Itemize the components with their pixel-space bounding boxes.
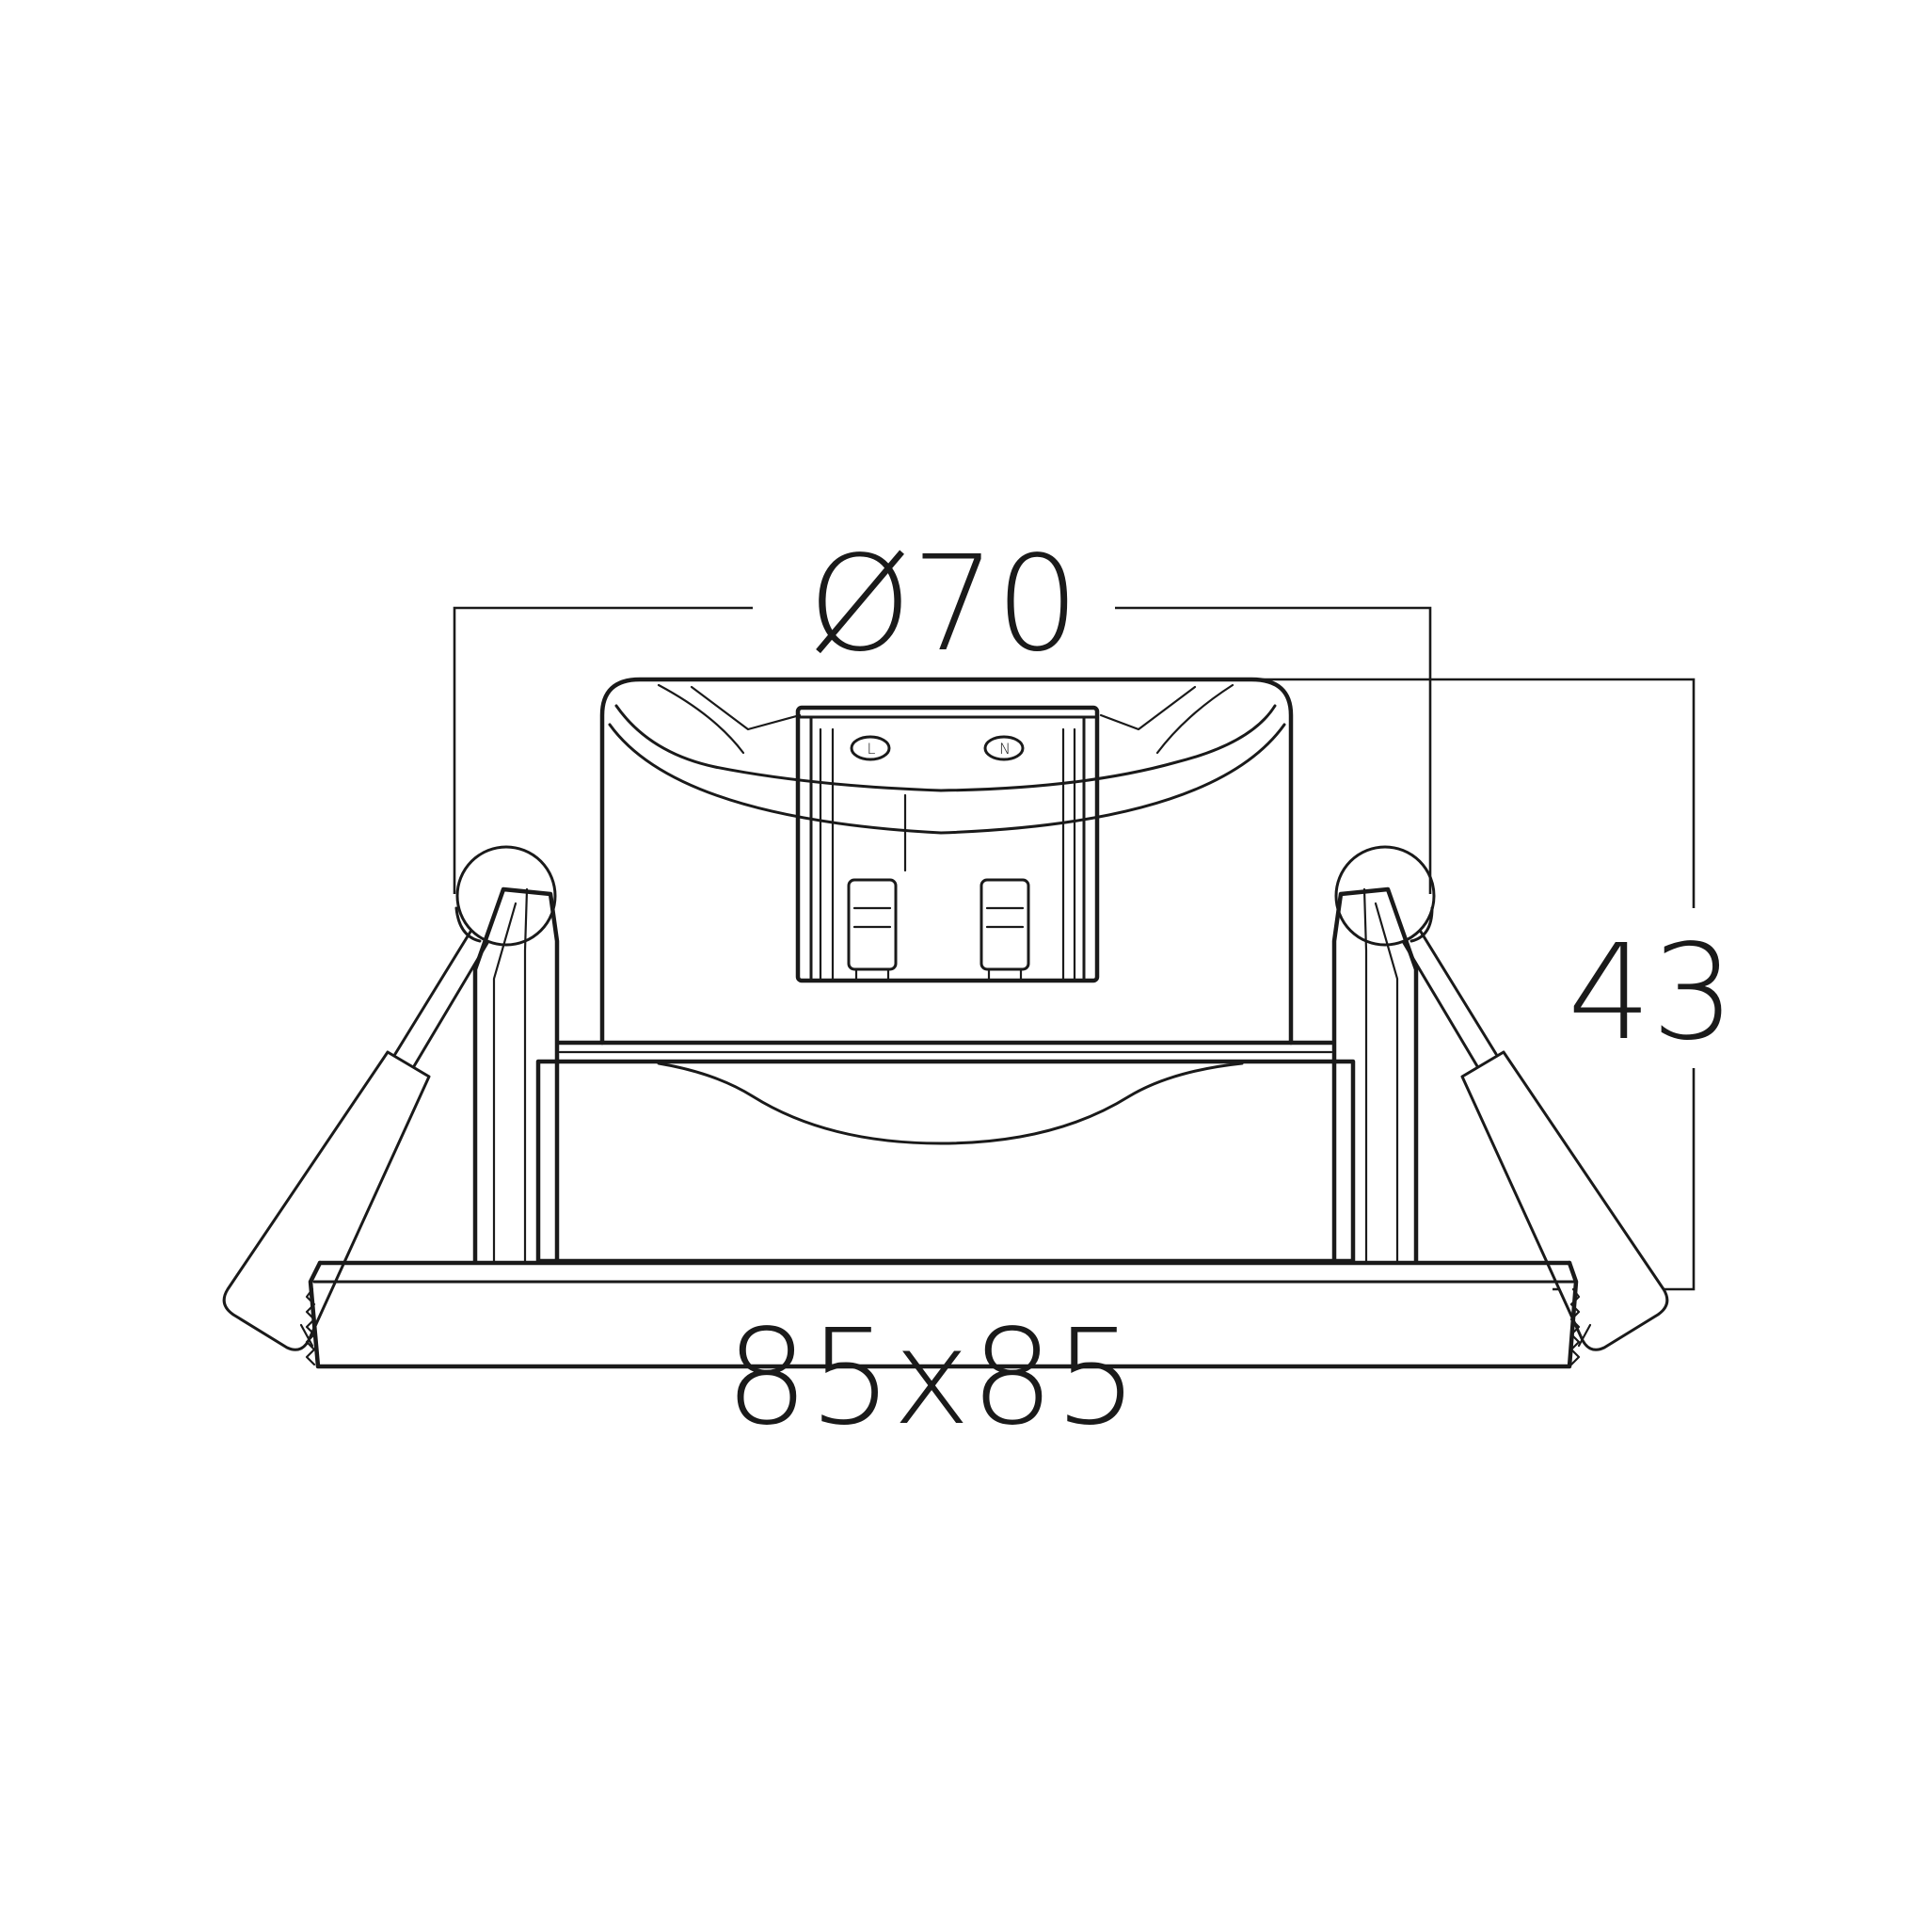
housing-rim-inner bbox=[657, 683, 745, 755]
terminal-screw-left-label: L bbox=[868, 740, 876, 758]
lower-body bbox=[535, 1040, 1356, 1264]
terminal-block-outer bbox=[795, 705, 1100, 983]
spring-pivot-right bbox=[1334, 845, 1436, 947]
housing-top-curve bbox=[614, 704, 943, 792]
trim-plate-outline bbox=[308, 1260, 1579, 1369]
diameter-dimension: Ø70 bbox=[453, 528, 1432, 894]
terminal-block-rail-right bbox=[1061, 727, 1076, 982]
terminal-slot-right bbox=[979, 878, 1030, 982]
trim-plate bbox=[305, 1260, 1581, 1369]
driver-housing bbox=[599, 677, 1294, 1046]
spring-clip-left bbox=[222, 930, 489, 1351]
bracket-right bbox=[1331, 886, 1419, 1264]
spring-pivot-left bbox=[454, 845, 557, 947]
terminal-screw-right: N bbox=[983, 735, 1025, 761]
diameter-dimension-label: Ø70 bbox=[808, 528, 1079, 681]
trim-plate-knurl-left bbox=[305, 1287, 316, 1366]
width-dimension-label: 85x85 bbox=[725, 1301, 1138, 1455]
trim-plate-knurl-right bbox=[1569, 1287, 1581, 1366]
lower-body-wave bbox=[657, 1062, 1244, 1145]
diameter-dimension-line-right bbox=[1115, 606, 1432, 894]
diameter-dimension-line-left bbox=[453, 606, 753, 894]
housing-groove-left bbox=[690, 685, 802, 731]
terminal-block-inner bbox=[809, 715, 1086, 982]
terminal-block: L N bbox=[795, 705, 1100, 983]
housing-outline bbox=[599, 677, 1294, 1046]
lower-body-block bbox=[535, 1059, 1356, 1264]
spring-clip-right bbox=[1402, 930, 1669, 1351]
housing-arc bbox=[608, 723, 1286, 835]
housing-groove-right bbox=[1099, 685, 1197, 731]
terminal-screw-right-label: N bbox=[999, 740, 1011, 758]
width-dimension: 85x85 bbox=[318, 1301, 1569, 1455]
terminal-block-rail-left bbox=[819, 727, 835, 982]
height-dimension-line-top bbox=[1200, 678, 1696, 908]
housing-top-curve-right bbox=[939, 704, 1277, 792]
housing-rim-inner-right bbox=[1155, 683, 1234, 755]
terminal-slot-left bbox=[847, 878, 898, 982]
height-dimension-label: 43 bbox=[1568, 917, 1735, 1070]
terminal-screw-left: L bbox=[850, 735, 891, 761]
bracket-left bbox=[472, 886, 560, 1264]
height-dimension: 43 bbox=[1200, 678, 1735, 1291]
